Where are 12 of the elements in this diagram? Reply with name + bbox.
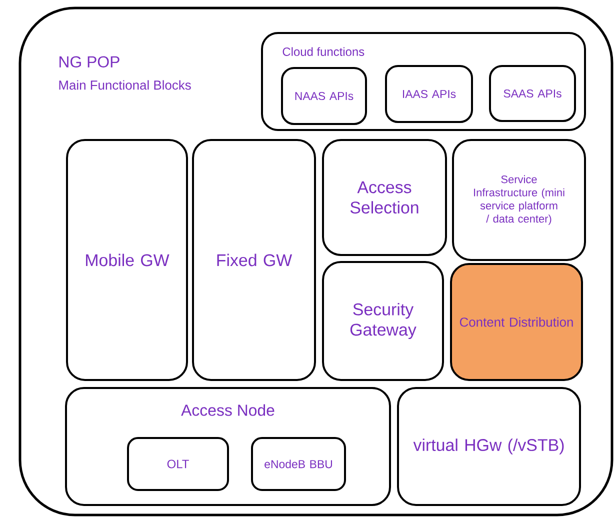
function-box: IAAS APIs: [385, 65, 473, 123]
function-box: Mobile GW: [66, 139, 188, 381]
function-box: Content Distribution: [450, 263, 583, 381]
function-box: OLT: [127, 437, 229, 491]
function-box: Service Infrastructure (mini service platform / data center): [452, 139, 586, 261]
function-box: Fixed GW: [192, 139, 316, 381]
function-box: virtual HGw (/vSTB): [397, 387, 581, 506]
function-box: eNodeB BBU: [251, 437, 346, 491]
function-box: NAAS APIs: [281, 67, 367, 125]
function-box: Security Gateway: [322, 261, 444, 381]
function-box: Access Selection: [322, 139, 447, 256]
function-box: SAAS APIs: [489, 65, 576, 122]
